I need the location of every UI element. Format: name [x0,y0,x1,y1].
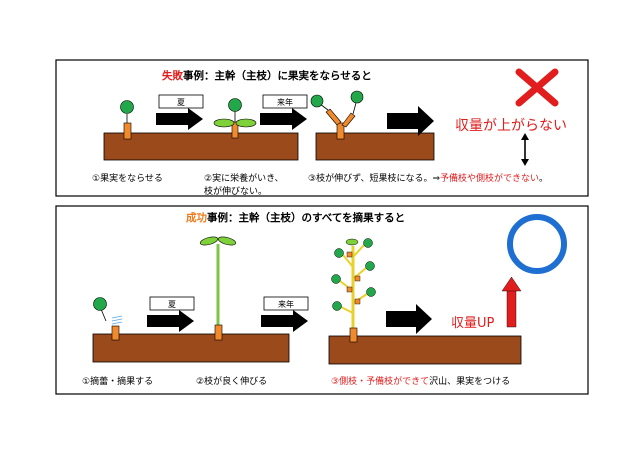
failure-step3-caption: ③枝が伸びず、短果枝になる。⇒予備枝や側枝ができない。 [308,172,548,184]
failure-result-text: 収量が上がらない [455,118,567,134]
failure-cross-icon [515,68,559,107]
success-step3-caption-black: 沢山、果実をつける [429,375,510,387]
success-step2-leaf-left [199,236,219,246]
failure-double-arrow-icon [521,133,529,166]
success-step1-stalk [100,308,107,322]
failure-step3-fruit-left [310,94,324,108]
failure-step2-fruit [228,98,242,112]
success-summer-label-box [149,296,195,311]
failure-step2-leaf-right [235,118,257,128]
failure-soil-1 [103,132,299,161]
success-result-text: 収量UP [451,316,495,331]
success-title: 成功事例：主幹（主枝）のすべてを摘果すると [186,211,405,224]
failure-step3-caption-red: 予備枝や側枝ができない [440,172,539,184]
success-title-rest: 事例：主幹（主枝）のすべてを摘果すると [207,211,405,224]
success-arrow-next-year [261,310,308,332]
success-step2-branch [214,324,223,341]
success-circle-icon [507,214,567,274]
failure-next-year-label: 来年 [277,97,293,107]
success-step1-fruit [93,297,107,311]
failure-step2-caption-line2: 枝が伸びない。 [204,185,267,197]
failure-title: 失敗事例：主幹（主枝）に果実をならせると [162,69,372,82]
failure-next-year-label-box [262,94,308,109]
failure-step3-caption-end: 。 [539,174,548,184]
success-soil-1 [92,333,290,363]
failure-step3-fruit-right [350,90,364,104]
failure-step3-stalk-right [352,102,357,115]
success-step3-caption-red: ③側枝・予備枝ができて [331,375,429,387]
success-step1-removal-mark-icon [111,315,123,325]
failure-step3-trunk [336,122,345,140]
failure-step2-leaf-left [213,118,235,128]
failure-title-highlight: 失敗 [162,69,183,82]
success-arrow-result [386,304,432,334]
failure-step3-spur-right [341,112,356,128]
success-step1-caption: ①摘蕾・摘果する [82,375,153,387]
success-up-arrow-icon [501,276,522,328]
failure-step3-spur-left [325,108,342,126]
failure-arrow-result [387,106,434,136]
failure-arrow-next-year [260,108,307,130]
failure-step1-branch [123,122,132,140]
success-step2-leaf-right [217,236,237,246]
failure-step1-fruit [120,100,134,114]
failure-soil-2 [315,132,435,161]
success-step3-tree [331,238,376,343]
failure-panel-frame [55,59,589,197]
failure-step3-caption-black: ③枝が伸びず、短果枝になる。⇒ [308,172,440,184]
success-step1-branch [111,325,120,341]
failure-step2-caption-line1: ②実に栄養がいき、 [204,172,283,184]
success-title-highlight: 成功 [186,211,207,224]
success-panel: 成功事例：主幹（主枝）のすべてを摘果すると 夏 来年 [55,205,589,395]
success-arrow-summer [147,310,194,332]
success-step3-caption: ③側枝・予備枝ができて沢山、果実をつける [331,375,510,387]
success-step3-leaf-top [345,238,359,246]
success-next-year-label: 来年 [278,299,294,309]
failure-summer-label-box [158,94,204,109]
success-soil-2 [328,335,522,365]
success-next-year-label-box [263,296,309,311]
failure-step1-caption: ①果実をならせる [92,172,163,184]
failure-panel: 失敗事例：主幹（主枝）に果実をならせると 夏 来年 収量が上が [55,59,589,197]
failure-arrow-summer [156,108,203,130]
success-step2-caption: ②枝が良く伸びる [196,375,267,387]
failure-summer-label: 夏 [177,98,185,107]
success-summer-label: 夏 [168,300,176,309]
failure-title-rest: 事例：主幹（主枝）に果実をならせると [183,69,372,82]
